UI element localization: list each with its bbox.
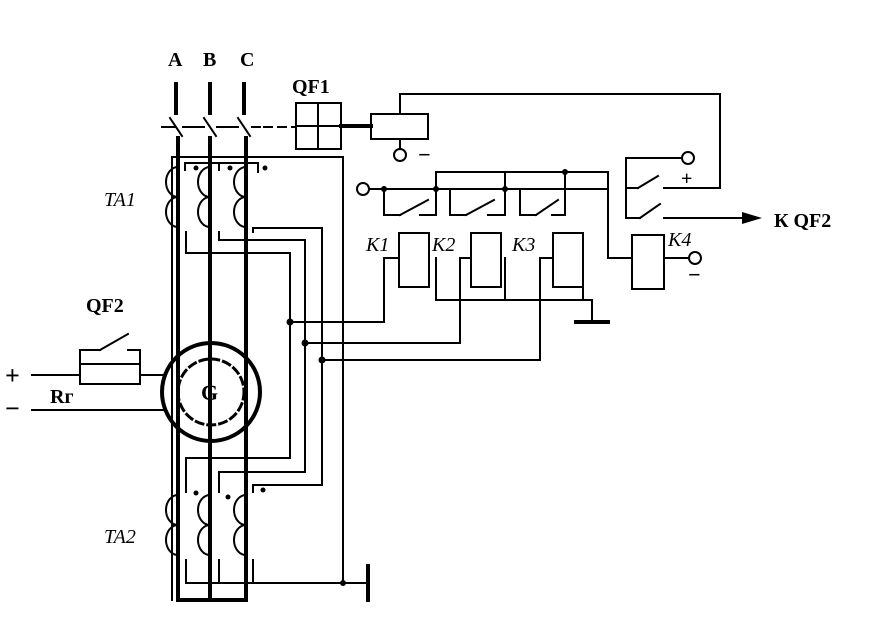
k4-output-contacts (625, 93, 721, 220)
k1-label: K1 (365, 234, 389, 256)
qf2-label: QF2 (86, 295, 124, 317)
output-label: К QF2 (774, 210, 831, 232)
qf1-minus-sign: − (418, 142, 431, 167)
output-arrow-icon (742, 212, 762, 224)
excitation-circuit (31, 332, 167, 411)
excitation-plus-sign: + (5, 361, 20, 390)
k4-minus-sign: − (688, 262, 701, 287)
k4-plus-terminal-icon (681, 151, 695, 165)
k4-label: K4 (667, 229, 691, 251)
qf1-breaker (295, 93, 721, 151)
k4-plus-sign: + (681, 168, 692, 190)
relay-wiring (289, 257, 610, 361)
ta1-label: TA1 (104, 189, 136, 211)
ta2-label: TA2 (104, 526, 136, 548)
relay-supply-terminal-icon (356, 182, 370, 196)
phase-c-label: C (240, 49, 254, 71)
phase-a-label: A (168, 49, 183, 71)
relay-coils (398, 232, 665, 290)
qf1-contacts (161, 116, 297, 138)
relay-contacts (369, 171, 691, 259)
k2-label: K2 (431, 234, 455, 256)
excitation-minus-sign: − (5, 394, 20, 423)
qf1-minus-terminal-icon (393, 148, 407, 162)
resistor-label: Rг (50, 386, 74, 408)
generator-label: G (201, 380, 218, 405)
phase-conductors (174, 82, 248, 602)
k3-label: K3 (511, 234, 535, 256)
ta2-transformers (165, 457, 369, 584)
phase-b-label: B (203, 49, 216, 71)
k4-minus-terminal-icon (688, 251, 702, 265)
ta1-transformers (165, 162, 323, 486)
generator-symbol (160, 341, 262, 443)
qf1-label: QF1 (292, 76, 330, 98)
